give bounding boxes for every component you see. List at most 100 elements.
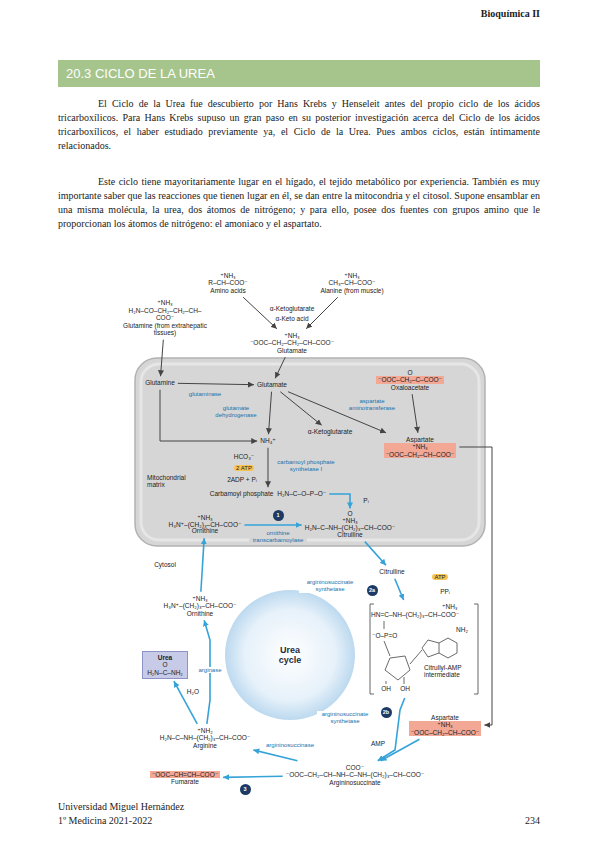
node-text: H₂N–C–NH–(CH₂)₃–CH–COO⁻ — [305, 525, 396, 532]
connector-arrow — [174, 681, 197, 724]
enzyme-label: glutamate dehydrogenase — [211, 405, 261, 418]
node-text: ⁻OOC–CH₂–C–COO⁻ — [376, 376, 444, 383]
node-text: Ornithine — [164, 610, 237, 617]
metabolite-node: ⁺NH₃CH₃–CH–COO⁻Alanine (from muscle) — [319, 271, 384, 295]
node-text: Urea cycle — [268, 645, 312, 666]
node-text: Mitochondrial matrix — [147, 474, 187, 489]
node-text: ⁺NH₃ — [320, 272, 383, 279]
node-text: ⁻O–P=O — [372, 632, 397, 639]
node-text: Glutamate — [250, 347, 334, 354]
node-text: COO⁻ — [286, 764, 424, 771]
figure-label: α-Keto acid — [275, 315, 308, 322]
figure-label: OH — [381, 685, 391, 692]
step-number: 1 — [273, 510, 284, 521]
node-text: ⁺NH₃ — [169, 515, 242, 522]
step-number: 2b — [381, 707, 392, 718]
node-text: ⁺NH₃ — [250, 332, 334, 339]
node-text: Citrullyl-AMP intermediate — [424, 664, 478, 679]
title-band — [58, 60, 540, 87]
metabolite-node: ⁺NH₂H₂N–C–NH–(CH₂)₃–CH–COO⁻Arginine — [159, 726, 252, 750]
connector-arrow — [268, 392, 271, 435]
connector-arrow — [329, 494, 350, 508]
connector-arrow — [244, 524, 301, 526]
node-text: Aspartate — [384, 436, 457, 443]
figure-label: H₂O — [187, 688, 199, 695]
page-number: 234 — [525, 815, 540, 826]
figure-label: Pᵢ — [363, 497, 368, 504]
figure-label: α-Ketoglutarate — [270, 305, 315, 312]
node-text: Glutamate — [257, 381, 287, 388]
enzyme-label: argininosuccinate synthetase — [299, 579, 361, 592]
mitochondrion: GlutamineGlutamateNH₄⁺O⁻OOC–CH₂–C–COO⁻Ox… — [135, 358, 485, 546]
metabolite-node: ⁺NH₃H₃N⁺–(CH₂)₃–CH–COO⁻Ornithine — [168, 514, 243, 536]
cycle-circle-fill — [225, 590, 355, 720]
connector-arrow — [178, 383, 254, 384]
node-text: ⁺NH₃ — [442, 603, 457, 610]
figure-label: 2 ATP — [234, 465, 254, 472]
connector-arrow — [253, 750, 297, 761]
node-text: Oxaloacetate — [376, 384, 444, 391]
figure-label: HCO₃⁻ — [234, 453, 255, 460]
adenine-ring — [410, 638, 457, 664]
node-text: ⁻OOC–CH₂–CH–NH–C–NH–(CH₂)₃–CH–COO⁻ — [286, 771, 424, 778]
footer-text: Universidad Miguel Hernández — [58, 801, 184, 812]
node-text: ⁻OOC–CH₂–CH–COO⁻ — [409, 729, 482, 736]
enzyme-label: arginase — [197, 667, 222, 674]
enzyme-label: argininosuccinate synthetase — [317, 711, 374, 724]
metabolite-node: α-Ketoglutarate — [307, 427, 354, 436]
node-text: O — [147, 661, 183, 668]
enzyme-label: carbamoyl phosphate synthetase I — [274, 459, 338, 472]
node-text: Glutamine (from extrahepatic tissues) — [123, 322, 207, 337]
node-text: ⁺NH₃ — [164, 595, 237, 602]
node-text: Fumarate — [150, 778, 220, 785]
node-text: Ornithine — [169, 528, 242, 535]
connector-arrow — [395, 579, 404, 600]
node-text: ⁻OOC–CH=CH–COO⁻ — [150, 771, 220, 778]
node-text: Aspartate — [409, 714, 482, 721]
metabolite-node: Aspartate⁺NH₃⁻OOC–CH₂–CH–COO⁻ — [408, 713, 483, 737]
metabolite-node: ⁺NH₃H₃N⁺–(CH₂)₃–CH–COO⁻Ornithine — [163, 594, 238, 618]
connector-arrow — [223, 776, 283, 777]
connector-arrow — [243, 297, 277, 329]
node-text: H₃N⁺–(CH₂)₃–CH–COO⁻ — [164, 602, 237, 609]
metabolite-node: ⁺NH₃H₂N–CO–CH₂–CH₂–CH–COO⁻Glutamine (fro… — [122, 298, 208, 337]
figure-label: OH — [400, 685, 410, 692]
figure-label: NH₂ — [456, 626, 468, 633]
node-text: H₂N–C–O–P–O⁻ — [277, 490, 326, 497]
figure-label: ATP — [432, 574, 447, 581]
node-text: ⁺NH₃ — [208, 272, 248, 279]
metabolite-node: O⁻OOC–CH₂–C–COO⁻Oxaloacetate — [375, 368, 445, 392]
node-text: Urea — [147, 654, 183, 661]
connector-arrow — [161, 340, 164, 377]
node-text: Glutamine — [145, 379, 175, 386]
enzyme-label: aspartate aminotransferase — [342, 398, 402, 411]
connector-arrow — [365, 542, 386, 566]
node-text: H₃N⁺–(CH₂)₃–CH–COO⁻ — [169, 522, 242, 529]
node-text: HN=C–NH–(CH₂)₃–CH–COO⁻ — [371, 611, 459, 618]
running-header: Bioquímica II — [481, 8, 540, 19]
ribose-ring — [385, 656, 410, 680]
enzyme-label: glutaminase — [188, 391, 222, 398]
node-text: CH₃–CH–COO⁻ — [320, 279, 383, 286]
figure-label: Cytosol — [154, 561, 176, 568]
paragraph: Este ciclo tiene mayoritariamente lugar … — [58, 175, 540, 231]
node-text: Arginine — [160, 742, 251, 749]
metabolite-node: ⁺NH₃⁻OOC–CH₂–CH₂–CH–COO⁻Glutamate — [249, 331, 335, 355]
connector-arrow — [306, 297, 338, 329]
node-text: O — [305, 511, 396, 518]
node-text: H₂N–CO–CH₂–CH₂–CH–COO⁻ — [123, 307, 207, 322]
node-text: ⁺NH₂ — [160, 727, 251, 734]
footer-text: 1º Medicina 2021-2022 — [58, 815, 152, 826]
connector-arrow — [201, 538, 204, 592]
metabolite-node: Aspartate⁺NH₃⁻OOC–CH₂–CH–COO⁻ — [383, 435, 458, 459]
step-number: 2a — [367, 585, 378, 596]
metabolite-node: O⁺NH₃H₂N–C–NH–(CH₂)₃–CH–COO⁻Citrulline — [304, 510, 397, 539]
metabolite-node: ⁺NH₃R–CH–COO⁻Amino acids — [207, 271, 249, 295]
node-text: Citrulline — [305, 532, 396, 539]
node-text: Alanine (from muscle) — [320, 287, 383, 294]
figure-label: PPᵢ — [440, 588, 450, 595]
enzyme-label: ornithine transcarbamoylase — [249, 530, 307, 543]
metabolite-node: Citrulline — [378, 567, 405, 576]
figure-label: AMP — [371, 740, 385, 747]
node-text: ⁺NH₃ — [409, 721, 482, 728]
